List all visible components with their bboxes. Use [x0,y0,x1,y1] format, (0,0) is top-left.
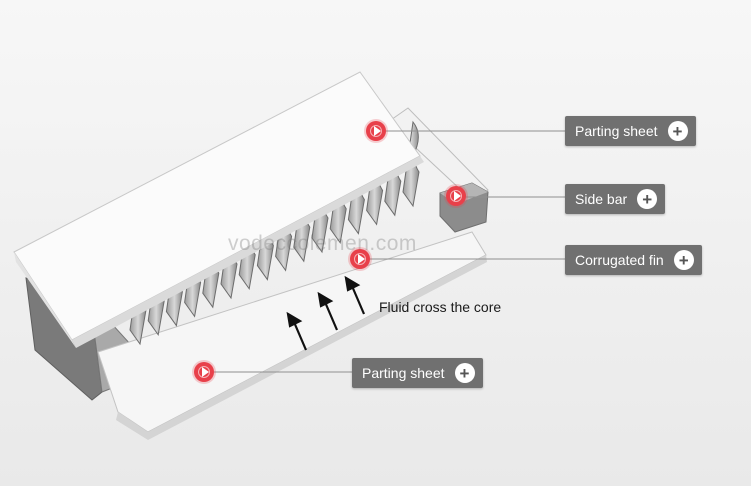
top-sheet-side [14,252,76,348]
flow-label: Fluid cross the core [379,299,502,315]
callout-label: Parting sheet [362,365,445,381]
plus-icon[interactable]: + [673,250,694,270]
watermark: vodeccolemen.com [228,232,417,255]
leader-lines [214,130,565,373]
flow-arrow-2-head [317,291,334,308]
flow-arrow-1-head [286,311,303,328]
callout-label: Parting sheet [575,123,658,139]
flow-arrow-3 [350,285,366,315]
hotspot-parting-sheet-bottom[interactable] [194,362,214,382]
plus-icon[interactable]: + [454,363,475,383]
callout-label: Side bar [575,191,628,207]
flow-arrow-3-head [344,275,361,292]
callout-parting-sheet-top[interactable]: Parting sheet + [565,116,696,146]
hotspot-corrugated-fin[interactable] [350,249,370,269]
top-sheet-edge [72,156,424,348]
flow-arrow-1 [292,321,308,351]
plus-icon[interactable]: + [637,189,658,209]
callout-side-bar[interactable]: Side bar + [565,184,666,214]
flow-arrows [286,275,366,351]
hotspot-side-bar[interactable] [446,186,466,206]
callout-label: Corrugated fin [575,252,664,268]
callout-parting-sheet-bottom[interactable]: Parting sheet + [352,358,483,388]
plus-icon[interactable]: + [667,121,688,141]
callout-corrugated-fin[interactable]: Corrugated fin + [565,245,702,275]
flow-arrow-2 [323,301,339,331]
hotspot-parting-sheet-top[interactable] [366,121,386,141]
